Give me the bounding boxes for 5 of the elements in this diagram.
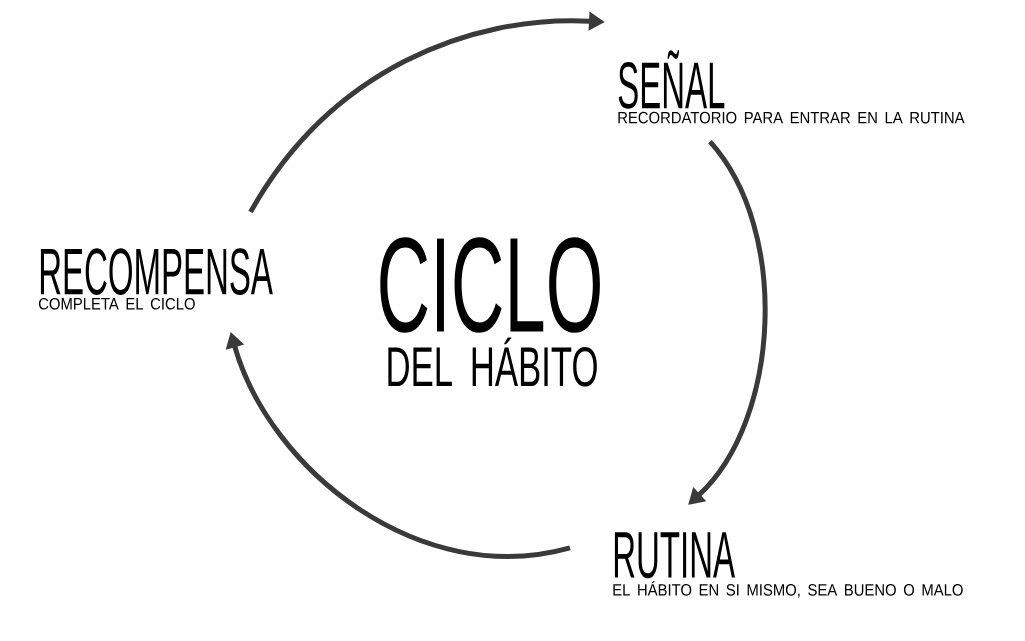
subheading: DEL HÁBITO bbox=[388, 337, 597, 387]
step-label: SEÑAL RECORDATORIO PARA ENTRAR EN LA RUTINA bbox=[618, 50, 965, 124]
step-label: RECOMPENSA COMPLETA EL CICLO bbox=[38, 248, 273, 310]
step-label: RUTINA EL HÁBITO EN SI MISMO, SEA BUENO O MALO bbox=[613, 532, 963, 598]
heading: CICLO bbox=[380, 237, 600, 333]
